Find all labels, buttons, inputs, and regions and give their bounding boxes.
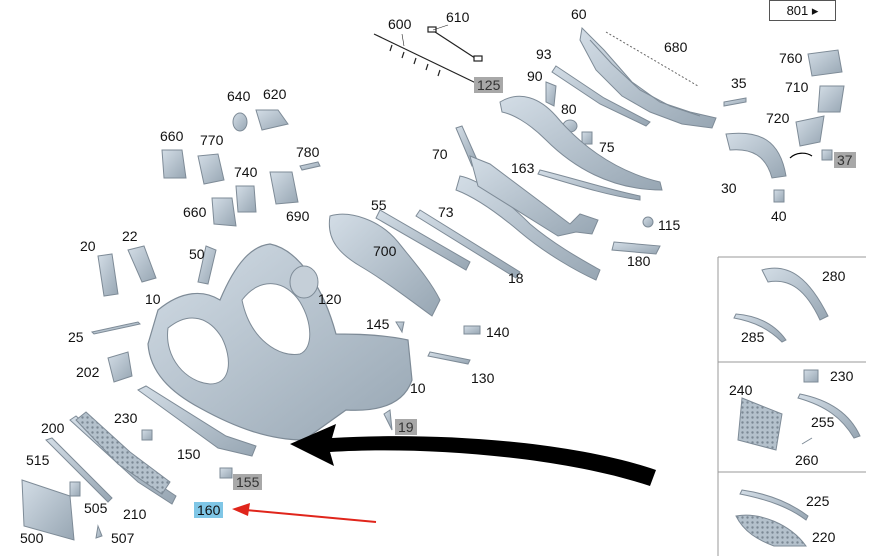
bumper-beam-60	[579, 26, 717, 129]
callout-500[interactable]: 500	[20, 530, 44, 546]
inset-panel-borders	[717, 256, 866, 556]
curved-arrow-37	[789, 152, 813, 159]
callout-125[interactable]: 125	[474, 77, 504, 93]
callout-507[interactable]: 507	[111, 530, 135, 546]
callout-80[interactable]: 80	[561, 101, 577, 117]
callout-515[interactable]: 515	[26, 452, 50, 468]
callout-120[interactable]: 120	[318, 291, 342, 307]
callout-75[interactable]: 75	[599, 139, 615, 155]
callout-285[interactable]: 285	[741, 329, 765, 345]
callout-115[interactable]: 115	[658, 217, 681, 233]
callout-280[interactable]: 280	[822, 268, 846, 284]
callout-700[interactable]: 700	[373, 243, 397, 259]
callout-610[interactable]: 610	[446, 9, 470, 25]
callout-90[interactable]: 90	[527, 68, 543, 84]
inset-mesh-240	[737, 369, 861, 451]
callout-10-right[interactable]: 10	[410, 380, 426, 396]
callout-22[interactable]: 22	[122, 228, 138, 244]
callout-600[interactable]: 600	[388, 16, 412, 32]
callout-60[interactable]: 60	[571, 6, 587, 22]
right-side-parts	[141, 49, 845, 479]
sensor-parts	[161, 109, 321, 227]
callout-260[interactable]: 260	[795, 452, 819, 468]
bumper-carrier-73	[415, 155, 601, 281]
callout-740[interactable]: 740	[234, 164, 258, 180]
callout-93[interactable]: 93	[536, 46, 552, 62]
callout-640[interactable]: 640	[227, 88, 251, 104]
front-bumper-cover	[147, 243, 413, 441]
callout-37[interactable]: 37	[834, 152, 856, 168]
callout-180[interactable]: 180	[627, 253, 651, 269]
inset-grille-280	[733, 267, 829, 343]
callout-255[interactable]: 255	[811, 414, 835, 430]
callout-770[interactable]: 770	[200, 132, 224, 148]
callout-760[interactable]: 760	[779, 50, 803, 66]
callout-690[interactable]: 690	[286, 208, 310, 224]
callout-505[interactable]: 505	[84, 500, 108, 516]
callout-163[interactable]: 163	[511, 160, 535, 176]
callout-200[interactable]: 200	[41, 420, 65, 436]
callout-210[interactable]: 210	[123, 506, 147, 522]
callout-40[interactable]: 40	[771, 208, 787, 224]
callout-660-top[interactable]: 660	[160, 128, 184, 144]
callout-620[interactable]: 620	[263, 86, 287, 102]
callout-145[interactable]: 145	[366, 316, 390, 332]
callout-150[interactable]: 150	[177, 446, 201, 462]
callout-155[interactable]: 155	[233, 474, 263, 490]
callout-73[interactable]: 73	[438, 204, 454, 220]
callout-710[interactable]: 710	[785, 79, 809, 95]
lower-spoiler-150-210	[45, 385, 257, 505]
inset-mesh-220	[735, 489, 809, 547]
callout-230[interactable]: 230	[114, 410, 138, 426]
callout-720[interactable]: 720	[766, 110, 790, 126]
callout-20[interactable]: 20	[80, 238, 96, 254]
wire-harness-600	[373, 24, 483, 85]
big-black-arrow	[290, 424, 656, 486]
callout-660-bottom[interactable]: 660	[183, 204, 207, 220]
callout-35[interactable]: 35	[731, 75, 747, 91]
callout-202[interactable]: 202	[76, 364, 100, 380]
callout-240[interactable]: 240	[729, 382, 753, 398]
callout-25[interactable]: 25	[68, 329, 84, 345]
callout-70[interactable]: 70	[432, 146, 448, 162]
callout-18[interactable]: 18	[508, 270, 524, 286]
callout-220[interactable]: 220	[812, 529, 836, 545]
callout-30[interactable]: 30	[721, 180, 737, 196]
side-brackets	[90, 245, 157, 383]
callout-140[interactable]: 140	[486, 324, 510, 340]
callout-160-highlighted[interactable]: 160	[194, 502, 224, 518]
page-link-label: 801	[786, 3, 809, 18]
license-plate-bracket-500	[21, 479, 103, 541]
callout-225[interactable]: 225	[806, 493, 830, 509]
callout-230-inset[interactable]: 230	[830, 368, 854, 384]
page-link-801-button[interactable]: 801 ▸	[769, 0, 836, 21]
callout-130[interactable]: 130	[471, 370, 495, 386]
red-pointer-arrow	[232, 503, 377, 523]
bumper-support-55-700	[328, 209, 471, 317]
callout-680[interactable]: 680	[664, 39, 688, 55]
arrow-right-icon: ▸	[811, 3, 819, 18]
callout-55[interactable]: 55	[371, 197, 387, 213]
callout-19[interactable]: 19	[395, 419, 417, 435]
callout-780[interactable]: 780	[296, 144, 320, 160]
callout-10-left[interactable]: 10	[145, 291, 161, 307]
callout-50[interactable]: 50	[189, 246, 205, 262]
